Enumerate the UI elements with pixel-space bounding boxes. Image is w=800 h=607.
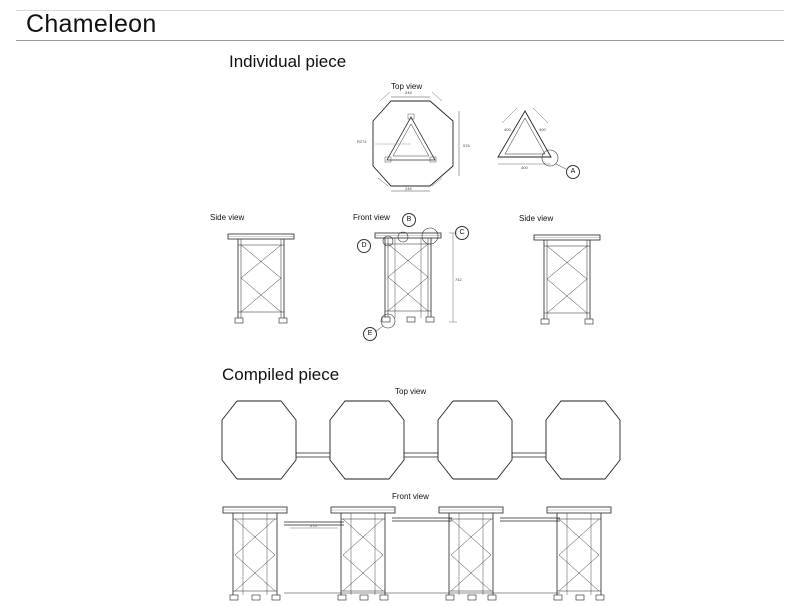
dim-compiled-gap: 470 [310,523,317,528]
side-view-right-label: Side view [519,214,554,223]
individual-piece-title: Individual piece [229,52,347,71]
compiled-front-view: 470 [222,506,612,601]
top-view-label: Top view [391,82,423,91]
compiled-top-view [221,400,621,480]
side-view-right-frame [533,234,601,325]
top-view-octagon: 246 246 R274 576 [357,90,470,192]
header-divider [16,40,784,41]
top-rule [16,10,784,11]
compiled-piece-title: Compiled piece [222,365,340,384]
dim-oct-height: 576 [463,143,470,148]
dim-tri-left: 400 [504,127,511,132]
compiled-front-view-label: Front view [392,492,429,501]
triangle-frame: 400 400 400 [497,107,567,170]
callout-d: D [357,239,371,253]
side-view-left-frame [227,233,295,324]
callout-a: A [566,165,580,179]
dim-oct-radius: R274 [357,139,367,144]
front-view-label: Front view [353,213,390,222]
callout-c: C [455,226,469,240]
page-title: Chameleon [26,10,157,38]
dim-tri-right: 400 [539,127,546,132]
dim-oct-top: 246 [405,90,412,95]
dim-front-height: 742 [455,277,462,282]
callout-e: E [363,327,377,341]
front-view-frame: 742 [374,227,462,333]
side-view-left-label: Side view [210,213,245,222]
dim-tri-bottom: 400 [521,165,528,170]
compiled-top-view-label: Top view [395,387,427,396]
dim-oct-bottom: 246 [405,186,412,191]
callout-b: B [402,213,416,227]
